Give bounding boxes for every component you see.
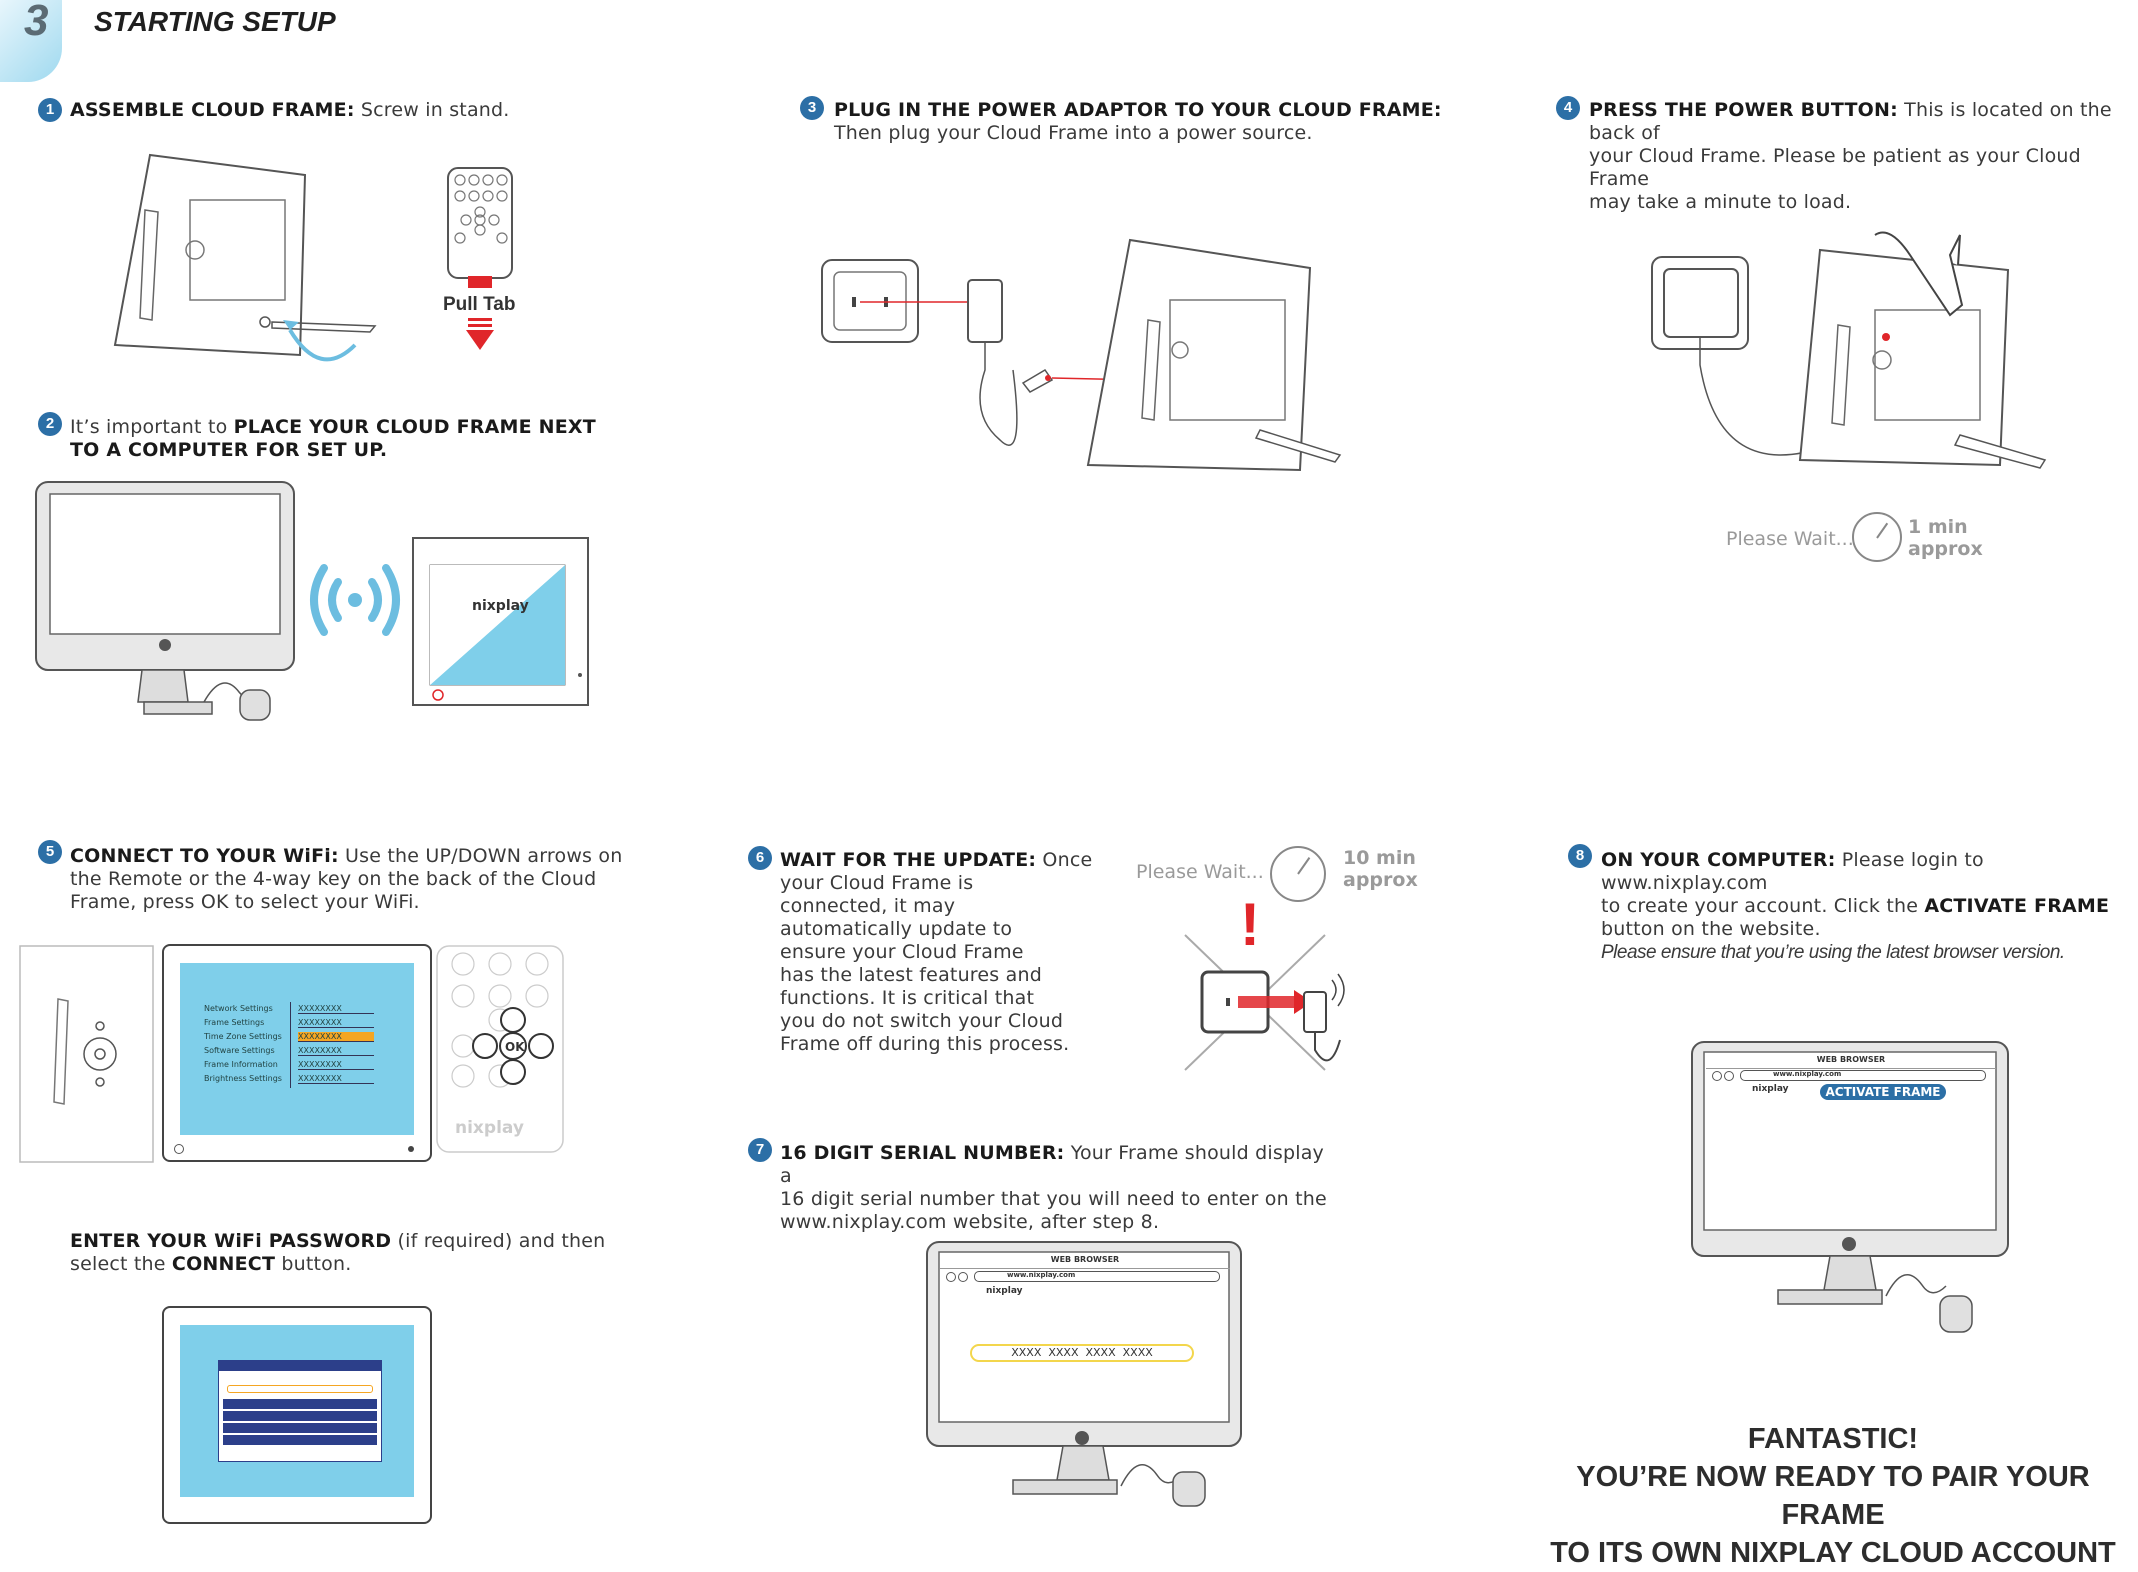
final-line-2: YOU’RE NOW READY TO PAIR YOUR FRAME bbox=[1576, 1461, 2090, 1531]
pull-tab-label: Pull Tab bbox=[443, 294, 516, 315]
page-title: STARTING SETUP bbox=[94, 6, 336, 37]
header-number: 3 bbox=[24, 0, 49, 45]
step-8-badge: 8 bbox=[1568, 844, 1592, 868]
wifi-network-6: XXXXXXXX bbox=[298, 1074, 374, 1084]
step-7-text: 16 DIGIT SERIAL NUMBER: Your Frame shoul… bbox=[780, 1142, 1327, 1233]
remote-with-pull-tab bbox=[447, 167, 513, 288]
wifi-menu-item-2: Frame Settings bbox=[204, 1018, 265, 1027]
wifi-network-3-selected: XXXXXXXX bbox=[298, 1032, 374, 1042]
step-1-text: ASSEMBLE CLOUD FRAME: Screw in stand. bbox=[70, 99, 510, 121]
wifi-network-1: XXXXXXXX bbox=[298, 1004, 374, 1014]
step-1-badge: 1 bbox=[38, 98, 62, 122]
wifi-settings-screen bbox=[180, 963, 414, 1135]
browser-url-bar-7[interactable]: www.nixplay.com bbox=[974, 1271, 1220, 1282]
browser-window-8: WEB BROWSER www.nixplay.com nixplay ACTI… bbox=[1706, 1054, 1996, 1230]
nixplay-logo-7: nixplay bbox=[986, 1286, 1023, 1296]
step-4-timer-icon bbox=[1852, 512, 1902, 562]
step-4-badge: 4 bbox=[1556, 96, 1580, 120]
do-not-unplug-illustration bbox=[1184, 934, 1345, 1071]
password-entry-frame bbox=[162, 1306, 432, 1524]
cloud-frame-2 bbox=[412, 537, 589, 706]
browser-title-8: WEB BROWSER bbox=[1816, 1055, 1886, 1064]
header-number-badge: 3 bbox=[0, 0, 62, 82]
wifi-menu-item-4: Software Settings bbox=[204, 1046, 275, 1055]
step-8-text: ON YOUR COMPUTER: Please login to www.ni… bbox=[1601, 849, 2110, 963]
final-line-1: FANTASTIC! bbox=[1747, 1423, 1919, 1455]
step-3-badge: 3 bbox=[800, 96, 824, 120]
svg-text:OK: OK bbox=[505, 1040, 525, 1054]
remote-control-illustration: OK bbox=[436, 945, 564, 1153]
browser-url-8: www.nixplay.com bbox=[1773, 1070, 1842, 1078]
browser-window-7: WEB BROWSER www.nixplay.com nixplay XXXX… bbox=[940, 1254, 1230, 1424]
step-4-text: PRESS THE POWER BUTTON: This is located … bbox=[1589, 99, 2112, 213]
browser-url-bar-8[interactable]: www.nixplay.com bbox=[1740, 1070, 1986, 1081]
step-5-badge: 5 bbox=[38, 840, 62, 864]
computer-monitor-2 bbox=[35, 481, 295, 721]
step-7-badge: 7 bbox=[748, 1138, 772, 1162]
nixplay-logo-remote: nixplay bbox=[455, 1118, 524, 1138]
step-6-badge: 6 bbox=[748, 846, 772, 870]
frame-illustration-1 bbox=[113, 153, 377, 362]
step-5-text: CONNECT TO YOUR WiFi: Use the UP/DOWN ar… bbox=[70, 845, 623, 913]
frame-back-illustration bbox=[19, 945, 154, 1163]
browser-version-note: Please ensure that you’re using the late… bbox=[1601, 942, 2065, 963]
activate-frame-button[interactable]: ACTIVATE FRAME bbox=[1820, 1084, 1946, 1100]
wifi-menu-item-1: Network Settings bbox=[204, 1004, 273, 1013]
final-line-3: TO ITS OWN NIXPLAY CLOUD ACCOUNT bbox=[1550, 1537, 2116, 1569]
step-6-please-wait: Please Wait... bbox=[1136, 861, 1264, 883]
step-5-password-text: ENTER YOUR WiFi PASSWORD (if required) a… bbox=[70, 1230, 606, 1275]
step-2-text: It’s important to PLACE YOUR CLOUD FRAME… bbox=[70, 416, 596, 461]
step-6-text: WAIT FOR THE UPDATE: Once your Cloud Fra… bbox=[780, 849, 1093, 1055]
nixplay-logo-8: nixplay bbox=[1752, 1084, 1789, 1094]
on-screen-keyboard bbox=[218, 1360, 382, 1462]
serial-number-field: XXXX XXXX XXXX XXXX bbox=[970, 1344, 1194, 1362]
wifi-signal-icon bbox=[310, 564, 400, 636]
wifi-menu-item-5: Frame Information bbox=[204, 1060, 278, 1069]
wifi-settings-frame bbox=[162, 944, 432, 1162]
browser-title-7: WEB BROWSER bbox=[1050, 1255, 1120, 1264]
wifi-network-2: XXXXXXXX bbox=[298, 1018, 374, 1028]
pull-tab-arrow bbox=[466, 318, 494, 350]
step-3-text: PLUG IN THE POWER ADAPTOR TO YOUR CLOUD … bbox=[834, 99, 1442, 144]
power-adapter-illustration bbox=[821, 238, 1342, 472]
step-1-heading: ASSEMBLE CLOUD FRAME: bbox=[70, 99, 355, 121]
wifi-network-5: XXXXXXXX bbox=[298, 1060, 374, 1070]
final-message: FANTASTIC! YOU’RE NOW READY TO PAIR YOUR… bbox=[1528, 1420, 2138, 1572]
wifi-menu-divider bbox=[290, 1002, 291, 1088]
step-6-timer-icon bbox=[1270, 846, 1326, 902]
alert-exclamation: ! bbox=[1240, 891, 1260, 958]
wifi-network-4: XXXXXXXX bbox=[298, 1046, 374, 1056]
browser-url-7: www.nixplay.com bbox=[1007, 1271, 1076, 1279]
step-4-please-wait: Please Wait... bbox=[1726, 528, 1854, 550]
nixplay-logo-2: nixplay bbox=[472, 598, 529, 614]
wifi-menu-item-3: Time Zone Settings bbox=[204, 1032, 282, 1041]
wifi-menu-item-6: Brightness Settings bbox=[204, 1074, 282, 1083]
power-button-illustration bbox=[1651, 231, 2047, 469]
step-2-badge: 2 bbox=[38, 412, 62, 436]
